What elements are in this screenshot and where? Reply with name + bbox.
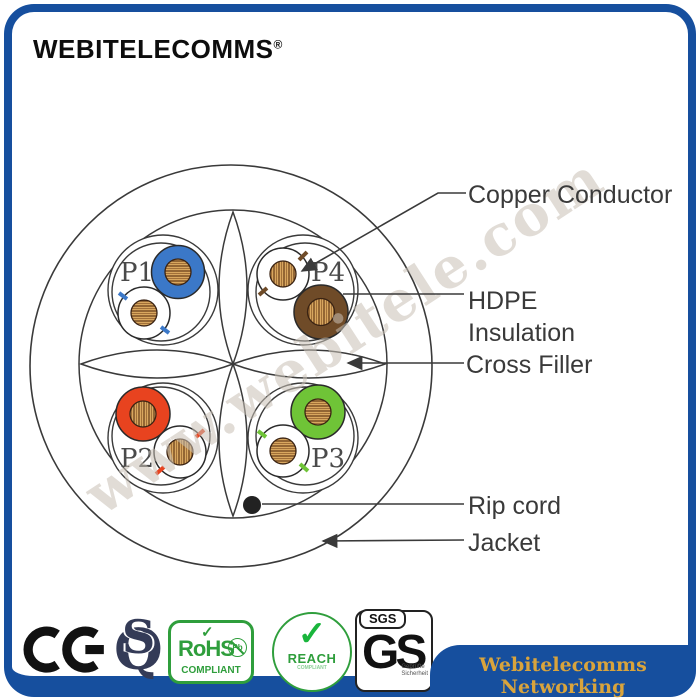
rohs-subtitle: COMPLIANT [181,665,241,676]
copper-conductor [269,437,297,465]
stripe-mark [154,465,166,476]
stripe-mark [117,291,129,301]
copper-conductor [166,438,194,466]
qs-quality-mark-icon: Q S [106,614,168,684]
copper-conductor [130,299,158,327]
gs-small-text: Geprüfte Sicherheit [401,664,428,677]
label-copper-conductor: Copper Conductor [468,181,672,209]
footer-banner: Webitelecomms Networking [430,645,696,698]
rip-cord-dot [243,496,261,514]
qs-s-letter: S [122,610,156,664]
check-icon: ✓ [297,615,327,653]
stripe-mark [159,325,171,335]
rohs-compliant-badge: ✓ RoHS Pb COMPLIANT [168,620,254,684]
ce-mark-icon [23,626,104,673]
stripe-mark [297,250,309,262]
copper-conductor [269,260,297,288]
sgs-label: SGS [359,609,407,629]
footer-banner-text: Webitelecomms Networking [479,654,647,698]
pair-p2-group: P2 [115,386,207,479]
copper-conductor [304,398,332,426]
rohs-title: RoHS [178,636,235,661]
qs-q-letter: Q [114,617,163,683]
copper-conductor [164,258,192,286]
reach-title: REACH [287,651,337,666]
reach-subtitle: COMPLIANT [297,665,327,671]
check-icon: ✓ [201,624,214,641]
lead-free-pb-icon: Pb [228,638,247,657]
stripe-mark [298,462,310,473]
sgs-gs-badge: SGS GS Geprüfte Sicherheit [355,609,433,692]
registered-trademark-symbol: ® [273,37,283,52]
leader-jacket [321,533,465,549]
pair-p1-group: P1 [117,244,206,340]
label-jacket: Jacket [468,529,540,557]
label-rip-cord: Rip cord [468,492,561,520]
pair-p3-group: P3 [256,384,346,478]
callout-labels: Copper Conductor HDPE Insulation Cross F… [466,181,672,557]
leader-copper-conductor [300,192,466,272]
leader-lines [262,192,466,549]
reach-compliant-badge: ✓ REACH COMPLIANT [272,612,352,692]
brand-logo: WEBITELECOMMS® [33,34,283,65]
label-hdpe: HDPE [468,287,537,315]
pair-label-p1: P1 [120,258,154,288]
label-insulation: Insulation [468,319,575,347]
stripe-mark [257,286,269,297]
gs-letters: GS [362,626,427,679]
stripe-mark [256,429,268,439]
copper-conductor [306,297,336,327]
stripe-mark [194,428,206,439]
label-cross-filler: Cross Filler [466,351,592,379]
copper-conductor [129,400,157,428]
brand-logo-text: WEBITELECOMMS [33,34,274,64]
pair-label-p3: P3 [311,444,345,474]
pair-p4-group: P4 [256,247,349,340]
pair-label-p2: P2 [120,444,154,474]
